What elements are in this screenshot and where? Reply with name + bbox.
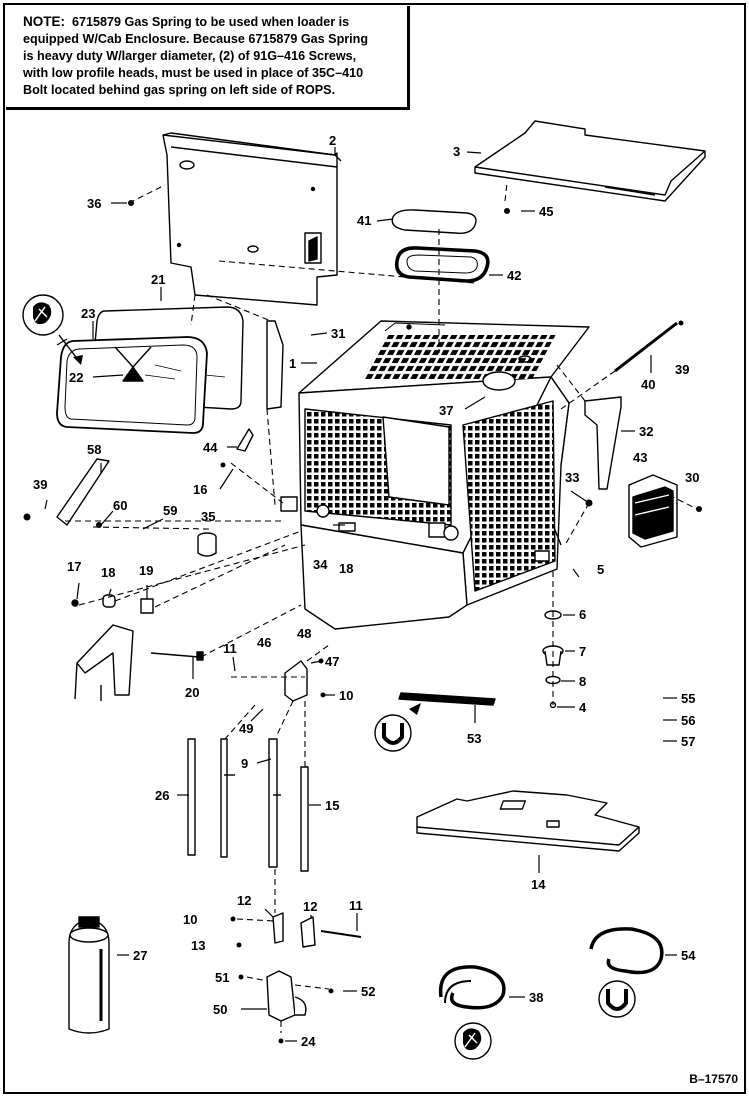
callout-9: 9	[241, 756, 248, 771]
note-line-1: 6715879 Gas Spring to be used when loade…	[72, 15, 350, 29]
left-trim-bracket	[266, 320, 284, 410]
callout-4: 4	[579, 700, 587, 715]
callout-31: 31	[331, 326, 345, 341]
callout-50: 50	[213, 1002, 227, 1017]
callout-21: 21	[151, 272, 165, 287]
callout-32: 32	[639, 424, 653, 439]
callout-35: 35	[201, 509, 215, 524]
callout-13: 13	[191, 938, 205, 953]
clip-part	[236, 428, 254, 452]
u-clamp-symbol-icon	[374, 714, 412, 752]
note-line-3: is heavy duty W/larger diameter, (2) of …	[23, 49, 357, 63]
note-box: NOTE: 6715879 Gas Spring to be used when…	[6, 6, 410, 110]
plug-part	[197, 532, 217, 557]
callout-34: 34	[313, 557, 328, 572]
callout-53: 53	[467, 731, 481, 746]
callout-46: 46	[257, 635, 271, 650]
callout-15: 15	[325, 798, 339, 813]
callout-44: 44	[203, 440, 218, 455]
callout-59: 59	[163, 503, 177, 518]
callout-1: 1	[289, 356, 296, 371]
hinge-bracket-parts	[71, 594, 154, 701]
callout-55: 55	[681, 691, 695, 706]
callout-40: 40	[641, 377, 655, 392]
hinge-block-part	[284, 660, 308, 702]
callout-33: 43	[633, 450, 647, 465]
callout-18b: 18	[101, 565, 115, 580]
hardware-dots	[23, 200, 702, 1044]
callout-45: 45	[539, 204, 553, 219]
right-trim-part	[584, 396, 622, 490]
callout-22: 22	[69, 370, 83, 385]
hose-parts	[438, 927, 664, 1010]
callout-43: 16	[193, 482, 207, 497]
callout-20: 20	[185, 685, 199, 700]
callout-5: 5	[597, 562, 604, 577]
note-line-5: Bolt located behind gas spring on left s…	[23, 83, 336, 97]
cab-enclosure-part	[280, 320, 590, 630]
callout-39b: 39	[33, 477, 47, 492]
mounting-bar-part	[56, 458, 110, 526]
callout-10a: 10	[339, 688, 353, 703]
callout-54: 54	[681, 948, 696, 963]
callout-8: 8	[579, 674, 586, 689]
callout-49: 49	[239, 721, 253, 736]
callout-12a: 12	[237, 893, 251, 908]
seal-strip-part	[398, 692, 496, 706]
note-line-4: with low profile heads, must be used in …	[23, 66, 364, 80]
callout-11a: 11	[223, 641, 237, 656]
callout-48: 48	[297, 626, 311, 641]
callout-39a: 39	[675, 362, 689, 377]
callout-16: 30	[685, 470, 699, 485]
callout-36: 36	[87, 196, 101, 211]
callout-11b: 11	[349, 898, 363, 913]
callout-30: 33	[565, 470, 579, 485]
parts-diagram-page: NOTE: 6715879 Gas Spring to be used when…	[3, 3, 746, 1094]
callout-19: 19	[139, 563, 153, 578]
callout-37: 37	[439, 403, 453, 418]
roof-panel-part	[474, 120, 706, 202]
gas-spring-parts	[187, 738, 309, 872]
callout-51: 51	[215, 970, 229, 985]
lower-bracket-parts	[266, 912, 362, 1022]
callout-6: 6	[579, 607, 586, 622]
callout-12b: 12	[303, 899, 317, 914]
callout-52: 52	[361, 984, 375, 999]
figure-reference-number: B–17570	[689, 1072, 738, 1086]
callout-2: 2	[329, 133, 336, 148]
callout-27: 27	[133, 948, 147, 963]
control-box-part	[628, 474, 678, 548]
bolt-part	[150, 651, 204, 661]
skylight-parts	[391, 209, 490, 283]
callout-23: 23	[81, 306, 95, 321]
note-label: NOTE:	[23, 14, 65, 29]
callout-41: 41	[357, 213, 371, 228]
exploded-view-drawing: 2 3 36 45 41 42 21 23 31 1 22 39 40 37 3…	[22, 120, 706, 1060]
callout-3: 3	[453, 144, 460, 159]
rear-panel-part	[162, 132, 342, 306]
callout-24: 24	[301, 1034, 316, 1049]
callout-26: 26	[155, 788, 169, 803]
callout-58: 58	[87, 442, 101, 457]
callout-7: 7	[579, 644, 586, 659]
callout-labels: 2 3 36 45 41 42 21 23 31 1 22 39 40 37 3…	[33, 133, 699, 1049]
callout-38: 38	[529, 990, 543, 1005]
u-clamp-symbol-icon-2	[598, 980, 636, 1018]
callout-10b: 10	[183, 912, 197, 927]
floor-plate-part	[416, 790, 640, 852]
callout-56: 56	[681, 713, 695, 728]
callout-14: 14	[531, 877, 546, 892]
callout-47: 47	[325, 654, 339, 669]
grease-symbol-icon-2	[454, 1022, 492, 1060]
rod-part	[614, 321, 678, 373]
callout-18a: 18	[339, 561, 353, 576]
grease-symbol-icon	[22, 294, 64, 336]
callout-60: 60	[113, 498, 127, 513]
callout-17: 17	[67, 559, 81, 574]
callout-42: 42	[507, 268, 521, 283]
callout-57: 57	[681, 734, 695, 749]
rear-window-part	[56, 306, 244, 434]
canister-part	[68, 916, 110, 1034]
note-line-2: equipped W/Cab Enclosure. Because 671587…	[23, 32, 369, 46]
